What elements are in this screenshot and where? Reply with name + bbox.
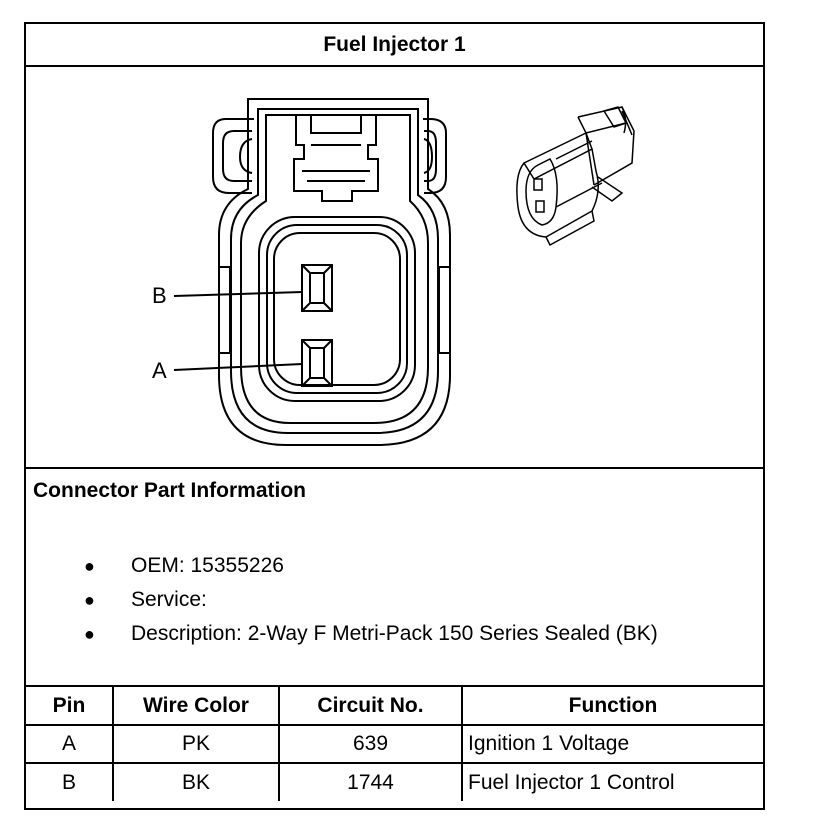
part-info-section: Connector Part Information ● OEM: 153552… bbox=[26, 469, 763, 687]
header-wire-color: Wire Color bbox=[112, 687, 280, 726]
cell-circuit-no: 1744 bbox=[278, 762, 463, 801]
connector-sheet: Fuel Injector 1 bbox=[24, 22, 765, 810]
oem-text: OEM: 15355226 bbox=[131, 554, 284, 577]
bullet-icon: ● bbox=[84, 624, 95, 644]
page-title: Fuel Injector 1 bbox=[26, 24, 763, 67]
service-text: Service: bbox=[131, 588, 207, 611]
pin-label-b: B bbox=[152, 283, 167, 308]
table-row: A PK 639 Ignition 1 Voltage bbox=[26, 724, 763, 764]
pin-table: Pin Wire Color Circuit No. Function A PK… bbox=[26, 687, 763, 801]
table-row: B BK 1744 Fuel Injector 1 Control bbox=[26, 762, 763, 801]
description-text: Description: 2-Way F Metri-Pack 150 Seri… bbox=[131, 622, 658, 645]
header-pin: Pin bbox=[26, 687, 114, 726]
cell-pin: B bbox=[26, 762, 114, 801]
bullet-icon: ● bbox=[84, 556, 95, 576]
part-info-heading: Connector Part Information bbox=[33, 479, 307, 502]
header-circuit-no: Circuit No. bbox=[278, 687, 463, 726]
cell-function: Fuel Injector 1 Control bbox=[461, 762, 763, 801]
pin-label-a: A bbox=[152, 358, 167, 383]
table-header-row: Pin Wire Color Circuit No. Function bbox=[26, 687, 763, 726]
connector-figure: B A bbox=[26, 67, 763, 469]
header-function: Function bbox=[461, 687, 763, 726]
bullet-icon: ● bbox=[84, 590, 95, 610]
connector-face-drawing bbox=[173, 98, 451, 446]
cell-circuit-no: 639 bbox=[278, 724, 463, 764]
connector-diagram: B A bbox=[152, 98, 635, 446]
cell-function: Ignition 1 Voltage bbox=[461, 724, 763, 764]
cell-wire-color: PK bbox=[112, 724, 280, 764]
cell-pin: A bbox=[26, 724, 114, 764]
cell-wire-color: BK bbox=[112, 762, 280, 801]
connector-iso-view bbox=[516, 106, 635, 247]
